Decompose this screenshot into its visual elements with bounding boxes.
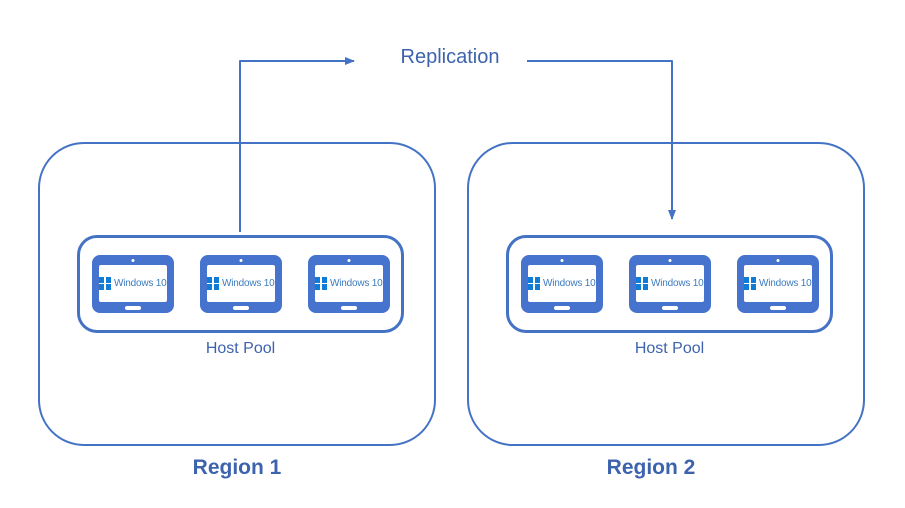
device-label: Windows 10 bbox=[543, 278, 596, 289]
camera-dot-icon bbox=[239, 259, 242, 262]
home-button-icon bbox=[232, 306, 249, 310]
region-2-host-pool-box: Windows 10 Windows 10 Windows 10 bbox=[506, 235, 833, 333]
windows-logo-icon bbox=[527, 277, 541, 290]
home-button-icon bbox=[661, 306, 678, 310]
device-label: Windows 10 bbox=[759, 278, 812, 289]
device-screen: Windows 10 bbox=[314, 265, 383, 302]
region-1-host-pool-box: Windows 10 Windows 10 Windows 10 bbox=[77, 235, 404, 333]
home-button-icon bbox=[340, 306, 357, 310]
home-button-icon bbox=[124, 306, 141, 310]
region-1-box: Windows 10 Windows 10 Windows 10 bbox=[38, 142, 436, 446]
windows-logo-icon bbox=[635, 277, 649, 290]
windows-logo-icon bbox=[98, 277, 112, 290]
home-button-icon bbox=[769, 306, 786, 310]
region-2-host-pool-label: Host Pool bbox=[634, 340, 705, 357]
region-2-box: Windows 10 Windows 10 Windows 10 bbox=[467, 142, 865, 446]
windows-logo-icon bbox=[314, 277, 328, 290]
camera-dot-icon bbox=[776, 259, 779, 262]
region-1-host-pool-label: Host Pool bbox=[205, 340, 276, 357]
device-label: Windows 10 bbox=[651, 278, 704, 289]
device-screen: Windows 10 bbox=[527, 265, 596, 302]
windows10-device: Windows 10 bbox=[91, 255, 174, 313]
device-label: Windows 10 bbox=[222, 278, 275, 289]
windows10-device: Windows 10 bbox=[520, 255, 603, 313]
device-label: Windows 10 bbox=[114, 278, 167, 289]
device-screen: Windows 10 bbox=[206, 265, 275, 302]
camera-dot-icon bbox=[668, 259, 671, 262]
windows10-device: Windows 10 bbox=[307, 255, 390, 313]
device-screen: Windows 10 bbox=[98, 265, 167, 302]
camera-dot-icon bbox=[560, 259, 563, 262]
windows10-device: Windows 10 bbox=[736, 255, 819, 313]
camera-dot-icon bbox=[131, 259, 134, 262]
windows10-device: Windows 10 bbox=[199, 255, 282, 313]
device-screen: Windows 10 bbox=[635, 265, 704, 302]
windows-logo-icon bbox=[206, 277, 220, 290]
device-screen: Windows 10 bbox=[743, 265, 812, 302]
region-2-label: Region 2 bbox=[606, 456, 696, 479]
camera-dot-icon bbox=[347, 259, 350, 262]
windows10-device: Windows 10 bbox=[628, 255, 711, 313]
region-1-label: Region 1 bbox=[192, 456, 282, 479]
windows-logo-icon bbox=[743, 277, 757, 290]
device-label: Windows 10 bbox=[330, 278, 383, 289]
replication-label: Replication bbox=[380, 46, 520, 69]
home-button-icon bbox=[553, 306, 570, 310]
